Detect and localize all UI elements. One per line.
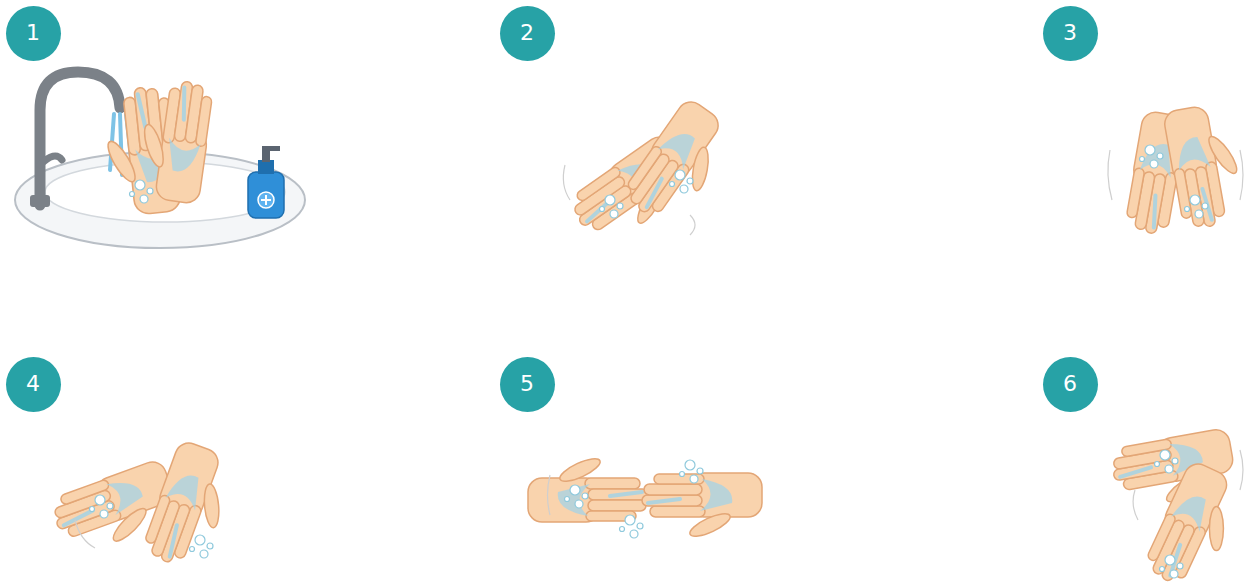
hands-step-2: [563, 97, 743, 256]
step-number: 1: [26, 22, 40, 44]
step-number: 5: [520, 373, 534, 395]
step-number-circle: 5: [500, 357, 555, 412]
step-number: 6: [1063, 373, 1077, 395]
hands-step-3: [1108, 101, 1250, 240]
step-number-circle: 2: [500, 6, 555, 61]
step-number-circle: 4: [6, 357, 61, 412]
step-number: 2: [520, 22, 534, 44]
step-number-circle: 6: [1043, 357, 1098, 412]
step-number-circle: 3: [1043, 6, 1098, 61]
hands-step-4: [48, 439, 244, 575]
step-number: 3: [1063, 22, 1077, 44]
sink-scene: [15, 72, 305, 248]
step-number: 4: [26, 373, 40, 395]
hands-step-6: [1109, 428, 1253, 587]
step-number-circle: 1: [6, 6, 61, 61]
hands-step-5: [528, 454, 762, 540]
